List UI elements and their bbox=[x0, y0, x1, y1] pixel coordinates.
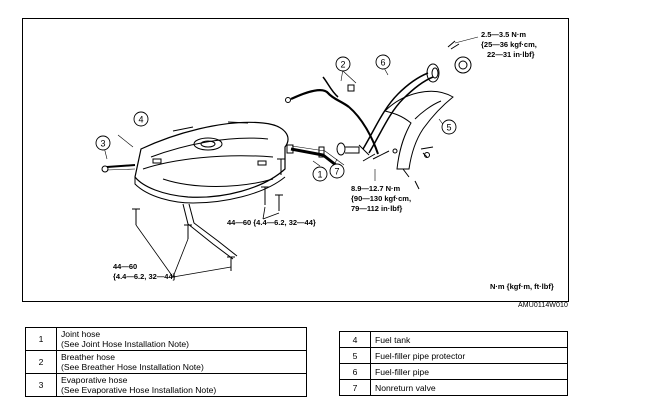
svg-text:3: 3 bbox=[100, 139, 105, 149]
legend-number: 7 bbox=[339, 379, 371, 396]
fuel-tank-drawing bbox=[134, 121, 289, 204]
filler-pipe-protector-drawing bbox=[384, 90, 454, 190]
fuel-filler-pipe-drawing bbox=[358, 56, 472, 162]
svg-text:{4.4—6.2, 32—44}: {4.4—6.2, 32—44} bbox=[113, 272, 176, 281]
units-note: N·m {kgf·m, ft·lbf} bbox=[490, 282, 554, 291]
svg-text:1: 1 bbox=[317, 170, 322, 180]
callout-6: 6 bbox=[375, 54, 391, 70]
legend-number: 3 bbox=[25, 373, 57, 397]
svg-text:44—60 {4.4—6.2, 32—44}: 44—60 {4.4—6.2, 32—44} bbox=[227, 218, 316, 227]
tank-strap-drawing bbox=[182, 203, 238, 271]
legend-row: 7 Nonreturn valve bbox=[339, 379, 568, 396]
legend-description: Fuel-filler pipe bbox=[370, 363, 568, 380]
legend-number: 2 bbox=[25, 350, 57, 374]
diagram-frame: 1 2 3 4 5 6 7 2.5—3.5 N·m {25—36 k bbox=[22, 18, 569, 302]
legend-table-right: 4 Fuel tank 5 Fuel-filler pipe protector… bbox=[339, 331, 568, 396]
callout-1: 1 bbox=[312, 166, 328, 182]
legend-description: Breather hose(See Breather Hose Installa… bbox=[56, 350, 307, 374]
svg-text:{90—130 kgf·cm,: {90—130 kgf·cm, bbox=[351, 194, 411, 203]
svg-text:5: 5 bbox=[446, 123, 451, 133]
legend-row: 2 Breather hose(See Breather Hose Instal… bbox=[25, 350, 307, 374]
svg-text:8.9—12.7 N·m: 8.9—12.7 N·m bbox=[351, 184, 401, 193]
evaporative-hose-drawing bbox=[101, 164, 136, 173]
legend-description: Evaporative hose(See Evaporative Hose In… bbox=[56, 373, 307, 397]
svg-text:7: 7 bbox=[334, 167, 339, 177]
legend-description: Joint hose(See Joint Hose Installation N… bbox=[56, 327, 307, 351]
svg-text:79—112 in·lbf}: 79—112 in·lbf} bbox=[351, 204, 402, 213]
svg-text:{25—36 kgf·cm,: {25—36 kgf·cm, bbox=[481, 40, 537, 49]
nonreturn-valve-drawing bbox=[336, 142, 360, 156]
svg-text:2.5—3.5 N·m: 2.5—3.5 N·m bbox=[481, 30, 526, 39]
legend-number: 5 bbox=[339, 347, 371, 364]
legend-number: 6 bbox=[339, 363, 371, 380]
fuel-tank-exploded-diagram: 1 2 3 4 5 6 7 2.5—3.5 N·m {25—36 k bbox=[95, 30, 554, 291]
torque-spec-mid: 8.9—12.7 N·m {90—130 kgf·cm, 79—112 in·l… bbox=[351, 184, 411, 213]
breather-hose-drawing bbox=[285, 76, 379, 155]
legend-number: 4 bbox=[339, 331, 371, 348]
tank-bolts-drawing bbox=[132, 158, 285, 225]
svg-text:22—31 in·lbf}: 22—31 in·lbf} bbox=[487, 50, 535, 59]
callout-4: 4 bbox=[133, 111, 149, 127]
legend-row: 6 Fuel-filler pipe bbox=[339, 363, 568, 380]
legend-description: Fuel tank bbox=[370, 331, 568, 348]
legend-number: 1 bbox=[25, 327, 57, 351]
legend-description: Nonreturn valve bbox=[370, 379, 568, 396]
torque-spec-top: 2.5—3.5 N·m {25—36 kgf·cm, 22—31 in·lbf} bbox=[481, 30, 537, 59]
callout-5: 5 bbox=[441, 119, 457, 135]
legend-row: 4 Fuel tank bbox=[339, 331, 568, 348]
svg-text:44—60: 44—60 bbox=[113, 262, 137, 271]
legend-table-left: 1 Joint hose(See Joint Hose Installation… bbox=[25, 327, 307, 397]
svg-text:4: 4 bbox=[138, 115, 143, 125]
figure-code: AMU0114W010 bbox=[518, 302, 568, 309]
callout-7: 7 bbox=[329, 163, 345, 179]
legend-row: 3 Evaporative hose(See Evaporative Hose … bbox=[25, 373, 307, 397]
svg-text:6: 6 bbox=[380, 58, 385, 68]
svg-text:2: 2 bbox=[340, 60, 345, 70]
legend-row: 1 Joint hose(See Joint Hose Installation… bbox=[25, 327, 307, 351]
legend-row: 5 Fuel-filler pipe protector bbox=[339, 347, 568, 364]
legend-description: Fuel-filler pipe protector bbox=[370, 347, 568, 364]
torque-spec-left: 44—60 {4.4—6.2, 32—44} bbox=[113, 262, 176, 281]
torque-spec-lower: 44—60 {4.4—6.2, 32—44} bbox=[227, 218, 316, 227]
callout-3: 3 bbox=[95, 135, 111, 151]
callout-2: 2 bbox=[335, 56, 351, 72]
